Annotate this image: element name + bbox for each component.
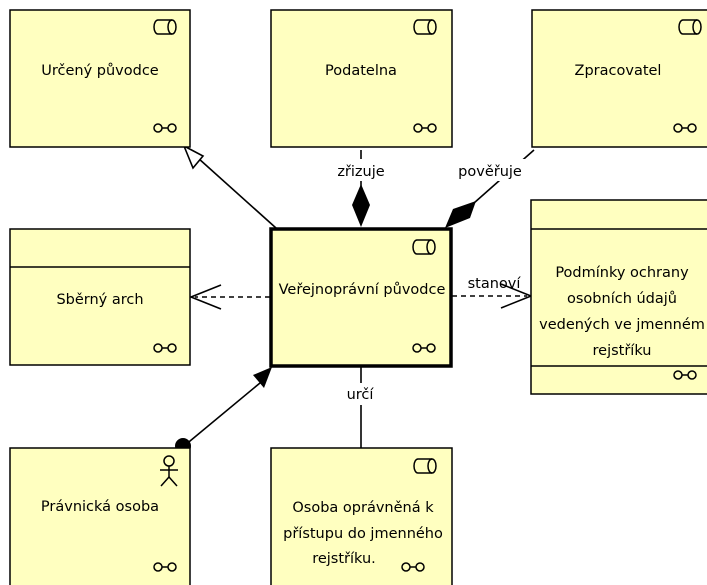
node-label: Určený původce bbox=[41, 63, 159, 79]
node-zpracovatel[interactable]: Zpracovatel bbox=[531, 9, 707, 148]
actor-icon bbox=[160, 455, 178, 487]
node-label: Právnická osoba bbox=[41, 499, 159, 515]
node-label-line-2: osobních údajů bbox=[567, 291, 677, 307]
node-podatelna[interactable]: Podatelna bbox=[270, 9, 453, 148]
node-label-line-1: Podmínky ochrany bbox=[555, 265, 689, 281]
specialization-edge[interactable] bbox=[182, 144, 277, 229]
node-pravnicka-osoba[interactable]: Právnická osoba bbox=[9, 447, 191, 585]
node-label-line-1: Osoba oprávněná k bbox=[292, 500, 434, 516]
node-label-line-3: rejstříku. bbox=[312, 551, 376, 567]
node-label: Veřejnoprávní původce bbox=[279, 282, 446, 298]
relation-label-zrizuje: zřizuje bbox=[337, 164, 384, 180]
relation-label-poveruje: pověřuje bbox=[458, 164, 522, 180]
node-label-line-2: přístupu do jmenného bbox=[283, 526, 443, 542]
relation-label-stanovi: stanoví bbox=[468, 276, 522, 292]
node-osoba-opravnena[interactable]: Osoba oprávněná k přístupu do jmenného r… bbox=[270, 447, 453, 585]
node-label: Zpracovatel bbox=[575, 63, 662, 79]
node-label-line-3: vedených ve jmenném bbox=[539, 317, 705, 333]
access-edge-sberny-arch[interactable] bbox=[188, 284, 270, 310]
node-label-line-4: rejstříku bbox=[593, 343, 652, 359]
node-label: Podatelna bbox=[325, 63, 397, 79]
node-verejnopravni-puvodce[interactable]: Veřejnoprávní původce bbox=[269, 227, 453, 368]
assignment-edge[interactable] bbox=[175, 367, 272, 454]
node-sberny-arch[interactable]: Sběrný arch bbox=[9, 228, 191, 366]
relation-label-urci: určí bbox=[347, 387, 375, 403]
node-podminky-ochrany[interactable]: Podmínky ochrany osobních údajů vedených… bbox=[530, 199, 707, 395]
node-label: Sběrný arch bbox=[56, 292, 143, 308]
node-urceny-puvodce[interactable]: Určený původce bbox=[9, 9, 191, 148]
